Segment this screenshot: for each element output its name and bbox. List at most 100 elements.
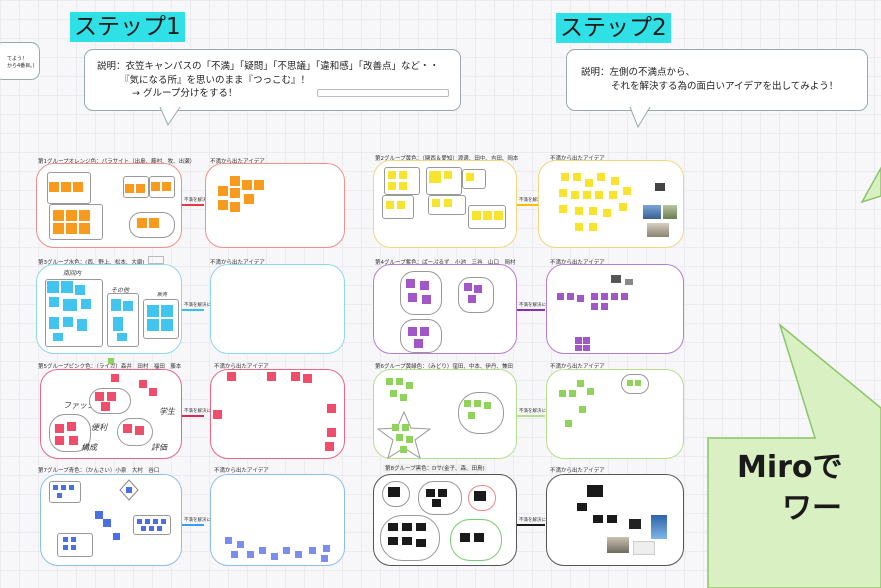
sticky-note[interactable] [111,299,121,311]
sticky-note[interactable] [559,390,566,397]
sticky-note[interactable] [117,333,127,341]
sticky-note[interactable] [63,545,68,550]
sticky-note[interactable] [593,515,603,523]
sticky-note[interactable] [603,209,611,217]
sticky-note[interactable] [601,303,608,310]
sticky-note[interactable] [464,283,472,291]
sticky-note[interactable] [157,526,162,531]
sticky-note[interactable] [149,526,154,531]
sticky-note[interactable] [559,189,567,197]
sticky-note[interactable] [230,202,240,212]
photo-thumbnail[interactable] [655,183,665,191]
sticky-note[interactable] [399,171,407,179]
sticky-note[interactable] [61,281,73,293]
sticky-note[interactable] [607,515,617,523]
group1-frame[interactable] [36,163,182,248]
sticky-note[interactable] [386,378,393,385]
sticky-note[interactable] [402,537,412,545]
sticky-note[interactable] [583,191,591,199]
sticky-note[interactable] [218,200,228,210]
sticky-note[interactable] [147,305,159,317]
sticky-note[interactable] [71,537,76,542]
label-input[interactable] [148,256,164,264]
sticky-note[interactable] [321,555,328,562]
sticky-note[interactable] [601,293,608,300]
sticky-note[interactable] [460,533,470,542]
sticky-note[interactable] [406,279,415,288]
sticky-note[interactable] [79,223,90,234]
sticky-note[interactable] [231,551,238,558]
sticky-note[interactable] [571,191,579,199]
group4-frame[interactable] [373,264,517,354]
sticky-note[interactable] [325,442,334,451]
sticky-note[interactable] [135,426,144,435]
sticky-note[interactable] [432,199,440,207]
sticky-note[interactable] [113,317,123,331]
sticky-note[interactable] [400,446,407,453]
group7-frame[interactable] [40,474,182,566]
sticky-note[interactable] [474,533,484,542]
sticky-note[interactable] [591,303,598,310]
sticky-note[interactable] [432,499,441,507]
sticky-note[interactable] [388,171,396,179]
sticky-note[interactable] [77,319,87,331]
sticky-note[interactable] [565,420,572,427]
sticky-note[interactable] [466,173,474,181]
sticky-note[interactable] [225,537,232,544]
sticky-note[interactable] [559,205,567,213]
sticky-note[interactable] [291,372,300,381]
sticky-note[interactable] [49,317,59,329]
idea1-frame[interactable] [205,163,345,248]
sticky-note[interactable] [55,436,64,445]
sticky-note[interactable] [575,345,582,351]
photo-thumbnail[interactable] [611,275,621,283]
sticky-note[interactable] [388,182,396,190]
sticky-note[interactable] [494,211,503,220]
sticky-note[interactable] [271,553,278,560]
sticky-note[interactable] [589,223,597,231]
sticky-note[interactable] [161,319,173,331]
sticky-note[interactable] [327,428,336,437]
idea5-frame[interactable] [210,369,345,459]
sticky-note[interactable] [583,345,590,351]
group8-frame[interactable] [373,474,517,566]
sticky-note[interactable] [474,285,482,293]
sticky-note[interactable] [402,424,409,431]
sticky-note[interactable] [149,388,157,396]
sticky-note[interactable] [147,319,159,331]
sticky-note[interactable] [49,182,59,192]
sticky-note[interactable] [609,191,617,199]
sticky-note[interactable] [69,436,78,445]
sticky-note[interactable] [61,182,71,192]
sticky-note[interactable] [137,519,142,524]
sticky-note[interactable] [61,485,66,490]
sticky-note[interactable] [230,176,240,186]
sticky-note[interactable] [49,297,59,307]
sticky-note[interactable] [230,188,240,198]
sticky-note[interactable] [408,293,417,302]
sticky-note[interactable] [153,519,158,524]
sticky-note[interactable] [162,182,171,191]
sticky-note[interactable] [327,404,336,413]
idea4-frame[interactable] [546,264,684,354]
sticky-note[interactable] [406,382,413,389]
sticky-note[interactable] [577,295,584,302]
sticky-note[interactable] [303,374,312,383]
text-input-box[interactable] [317,89,449,97]
sticky-note[interactable] [66,223,77,234]
sticky-note[interactable] [567,293,574,300]
sticky-note[interactable] [47,281,59,293]
sticky-note[interactable] [583,337,590,344]
sticky-note[interactable] [53,485,58,490]
sticky-note[interactable] [95,392,104,401]
sticky-note[interactable] [464,400,471,407]
sticky-note[interactable] [587,485,603,497]
sticky-note[interactable] [587,388,594,395]
sticky-note[interactable] [468,412,475,419]
sticky-note[interactable] [397,201,405,209]
sticky-note[interactable] [73,182,83,192]
sticky-note[interactable] [141,526,146,531]
sticky-note[interactable] [474,400,481,407]
sticky-note[interactable] [151,182,160,191]
chart-thumbnail[interactable] [633,541,655,555]
